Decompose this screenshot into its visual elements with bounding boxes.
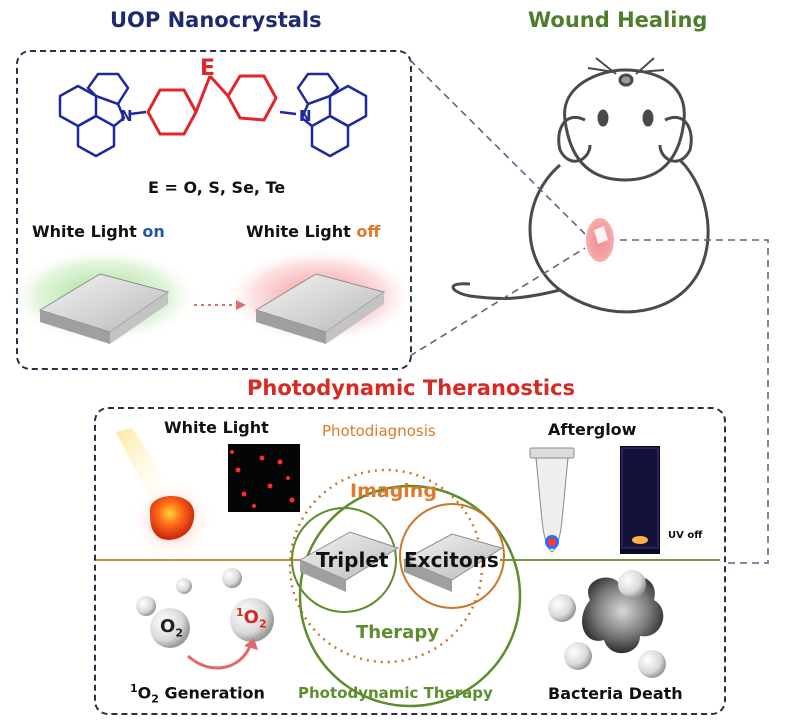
afterglow-tube [529,447,575,553]
singlet-oxygen-subscript: 2 [258,617,267,631]
generation-arrow [186,645,252,670]
nitrogen-right-label: N [299,107,312,125]
imaging-label: Imaging [350,480,437,502]
photodynamic-theranostics-title: Photodynamic Theranostics [247,376,576,400]
oxygen-symbol: O [160,616,176,637]
molecule-structure [58,72,368,158]
generation-symbol: O [137,683,152,703]
oxygen-label: O2 [160,616,183,640]
white-light-on-label: White Light on [32,222,165,241]
wound-patch [594,226,608,244]
formula-label: E = O, S, Se, Te [148,178,286,197]
oxygen-subscript: 2 [175,626,183,640]
on-word: on [142,222,165,241]
triplet-circle [291,507,397,613]
bacteria-death-label: Bacteria Death [548,684,683,703]
excitons-label: Excitons [404,548,499,572]
bacteria-shape [582,576,664,654]
generation-arrowhead [244,638,258,650]
uv-off-label: UV off [668,530,703,541]
triplet-label: Triplet [316,548,389,572]
white-light-text: White Light [246,222,351,241]
singlet-oxygen-bubbles [548,570,666,678]
excitons-crystal [402,533,504,592]
uop-nanocrystals-panel [16,50,412,370]
white-light-off-label: White Light off [246,222,380,241]
connector-lines [409,59,769,564]
singlet-oxygen-label: 1O2 [236,606,267,631]
white-light-text: White Light [32,222,137,241]
afterglow-vial-inner [621,447,659,549]
therapy-label: Therapy [356,622,439,643]
wound-healing-title: Wound Healing [528,8,708,32]
singlet-oxygen-symbol: O [243,607,259,628]
nanocrystal-slab-off [254,273,386,344]
theranostics-panel [94,407,726,715]
center-atom-label: E [200,56,216,81]
white-light-panel-label: White Light [164,418,269,437]
oxygen-bubbles [136,568,274,648]
orange-nanocrystal [150,496,195,540]
nanocrystal-slab-on [38,273,170,344]
mouse-illustration [451,57,710,314]
uop-nanocrystals-title: UOP Nanocrystals [110,8,322,32]
excitons-circle [399,503,505,609]
afterglow-spot [632,536,648,544]
generation-subscript: 2 [151,692,159,706]
off-word: off [356,222,381,241]
therapy-circle [298,484,522,708]
photodiagnosis-label: Photodiagnosis [322,422,436,440]
afterglow-label: Afterglow [548,420,637,439]
generation-text: Generation [164,683,265,703]
photodynamic-therapy-label: Photodynamic Therapy [298,684,493,702]
singlet-superscript: 1 [236,606,244,619]
singlet-oxygen-generation-label: 1O2 Generation [130,682,265,706]
fluorescence-dots [230,450,295,508]
nitrogen-left-label: N [120,107,133,125]
triplet-crystal [298,531,400,592]
transition-arrowhead [236,300,246,310]
imaging-circle [288,468,484,664]
generation-superscript: 1 [130,682,138,695]
